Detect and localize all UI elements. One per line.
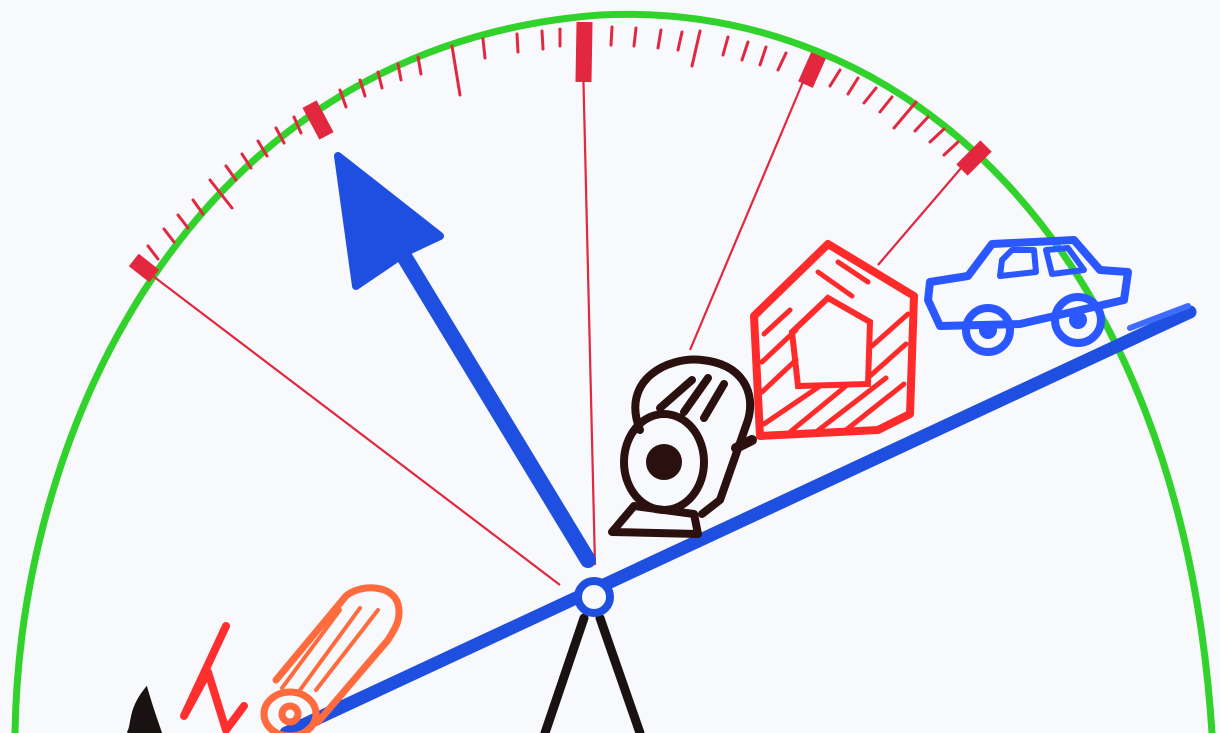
- car: [928, 240, 1128, 352]
- radial-line: [145, 270, 560, 585]
- radial-line: [878, 160, 968, 265]
- pivot: [578, 581, 610, 613]
- needle: [338, 156, 588, 560]
- radial-line: [583, 62, 595, 565]
- roller: [612, 360, 752, 534]
- major-tick: [575, 22, 592, 82]
- major-tick: [956, 140, 991, 175]
- house: [754, 244, 914, 436]
- stand: [545, 618, 640, 733]
- flame-shape: [128, 690, 160, 733]
- dial-rim: [15, 14, 1212, 733]
- lightning: [184, 626, 244, 730]
- log: [264, 588, 399, 733]
- major-tick: [798, 52, 826, 88]
